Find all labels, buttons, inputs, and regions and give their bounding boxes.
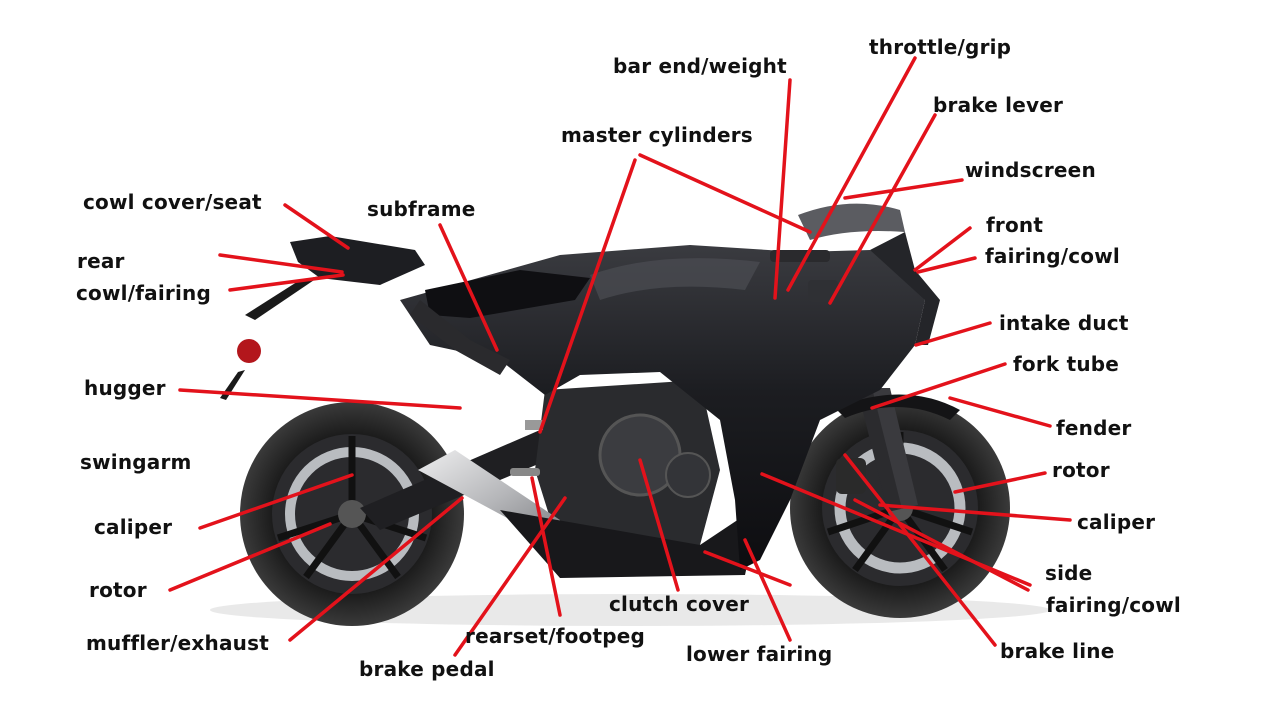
- label-rear-rotor: rotor: [89, 578, 147, 602]
- label-master-cylinders: master cylinders: [561, 123, 753, 147]
- windscreen-shape: [798, 203, 905, 240]
- leader-throttle-grip: [786, 56, 917, 292]
- leader-front-rotor: [953, 471, 1047, 494]
- label-subframe: subframe: [367, 197, 476, 221]
- tank-highlight: [590, 258, 760, 300]
- lower-fairing-shape: [500, 505, 760, 578]
- front-fork: [858, 388, 918, 512]
- leader-master-cylinder-rear: [538, 158, 637, 434]
- label-cowl-cover-seat: cowl cover/seat: [83, 190, 262, 214]
- label-swingarm: swingarm: [80, 450, 192, 474]
- label-front-fairing-cowl: fairing/cowl: [985, 244, 1120, 268]
- label-intake-duct: intake duct: [999, 311, 1129, 335]
- leader-lines: [168, 56, 1072, 657]
- label-rear: rear: [77, 249, 125, 273]
- label-rearset-footpeg: rearset/footpeg: [465, 624, 646, 648]
- leader-side-fairing-b: [853, 498, 1030, 592]
- leader-rear-cowl-a: [218, 253, 344, 274]
- front-caliper-shape: [836, 458, 866, 494]
- leader-lower-fairing-b: [703, 550, 792, 587]
- label-front-caliper: caliper: [1077, 510, 1156, 534]
- label-brake-pedal: brake pedal: [359, 657, 495, 681]
- leader-muffler: [288, 496, 464, 642]
- tail-light: [237, 339, 261, 363]
- label-side-fairing-cowl: fairing/cowl: [1046, 593, 1181, 617]
- label-fender: fender: [1056, 416, 1132, 440]
- subframe-shape: [410, 300, 510, 375]
- label-clutch-cover: clutch cover: [609, 592, 750, 616]
- leader-front-fairing-b: [916, 256, 977, 274]
- leader-hugger: [178, 388, 462, 410]
- label-rear-cowl-fairing: cowl/fairing: [76, 281, 211, 305]
- front-fender-shape: [835, 394, 960, 420]
- leader-brake-lever: [828, 113, 937, 305]
- leader-lower-fairing-a: [743, 538, 792, 642]
- label-lower-fairing: lower fairing: [686, 642, 833, 666]
- label-side: side: [1045, 561, 1093, 585]
- leader-brake-line: [843, 453, 997, 647]
- label-throttle-grip: throttle/grip: [869, 35, 1012, 59]
- label-brake-line: brake line: [1000, 639, 1115, 663]
- leader-rearset: [530, 476, 562, 617]
- rear-hub: [338, 500, 366, 528]
- leader-rear-caliper: [198, 473, 354, 530]
- leader-front-fairing-a: [913, 226, 972, 272]
- rear-wheel: [240, 402, 464, 626]
- leader-brake-pedal: [453, 496, 567, 657]
- label-front-rotor: rotor: [1052, 458, 1110, 482]
- leader-subframe: [438, 223, 499, 352]
- label-front: front: [986, 213, 1044, 237]
- label-rear-caliper: caliper: [94, 515, 173, 539]
- leader-clutch-cover: [638, 458, 680, 592]
- leader-intake-duct: [914, 321, 992, 347]
- label-hugger: hugger: [84, 376, 166, 400]
- leader-bar-end: [773, 78, 792, 300]
- front-cowl-shape: [870, 232, 940, 345]
- label-fork-tube: fork tube: [1013, 352, 1120, 376]
- leader-fork-tube: [870, 362, 1007, 410]
- rearset-shape: [510, 420, 543, 476]
- rear-cowl-shape: [290, 236, 425, 285]
- engine: [535, 380, 720, 550]
- license-plate-bracket: [220, 276, 320, 400]
- label-bar-end-weight: bar end/weight: [613, 54, 787, 78]
- handlebar-cluster: [770, 250, 838, 302]
- leader-fender: [948, 396, 1052, 428]
- leader-front-caliper: [878, 503, 1072, 522]
- leader-master-cylinder-front: [638, 153, 812, 234]
- label-windscreen: windscreen: [965, 158, 1096, 182]
- leader-cowl-cover-seat: [283, 203, 350, 250]
- label-muffler-exhaust: muffler/exhaust: [86, 631, 269, 655]
- label-brake-lever: brake lever: [933, 93, 1064, 117]
- leader-rear-cowl-b: [228, 273, 345, 292]
- leader-windscreen: [843, 178, 964, 200]
- leader-rear-rotor: [168, 522, 332, 592]
